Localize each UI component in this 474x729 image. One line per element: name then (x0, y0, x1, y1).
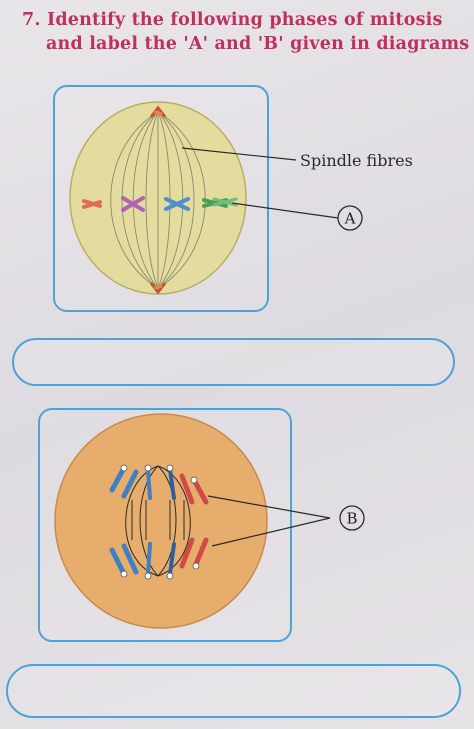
question-text-line-2: and label the 'A' and 'B' given in diagr… (46, 34, 470, 54)
spindle-fibres-1 (110, 111, 206, 289)
marker-b-leader-line-lower (211, 517, 331, 547)
answer-box-1[interactable] (12, 338, 455, 386)
spindle-leader-line (181, 147, 297, 161)
marker-a-leader-line (231, 202, 339, 219)
chromosome-1c (164, 197, 190, 211)
pole-bottom-1 (149, 282, 167, 295)
cell-2-membrane (54, 413, 268, 629)
chromatids-upper (109, 464, 209, 505)
marker-a-letter: A (344, 210, 356, 228)
chromosome-1d (202, 197, 238, 208)
marker-a-circle (337, 205, 363, 231)
marker-b-letter: B (346, 510, 357, 528)
pole-top-1 (149, 105, 167, 118)
question-line-1: 7. Identify the following phases of mito… (22, 8, 462, 32)
question-text-line-1: Identify the following phases of mitosis (46, 10, 443, 30)
question-number: 7. (22, 10, 41, 30)
marker-b-leader-line-upper (207, 495, 331, 519)
chromosome-1b (121, 196, 145, 212)
answer-box-2[interactable] (6, 664, 461, 718)
cell-2 (54, 413, 268, 629)
chromatids-lower (109, 537, 209, 580)
marker-b-circle (339, 505, 365, 531)
chromosome-1a (82, 199, 102, 209)
question-heading: 7. Identify the following phases of mito… (22, 8, 470, 56)
chromosome-row-1 (82, 196, 238, 212)
spindle-fibres-label: Spindle fibres (300, 151, 413, 170)
